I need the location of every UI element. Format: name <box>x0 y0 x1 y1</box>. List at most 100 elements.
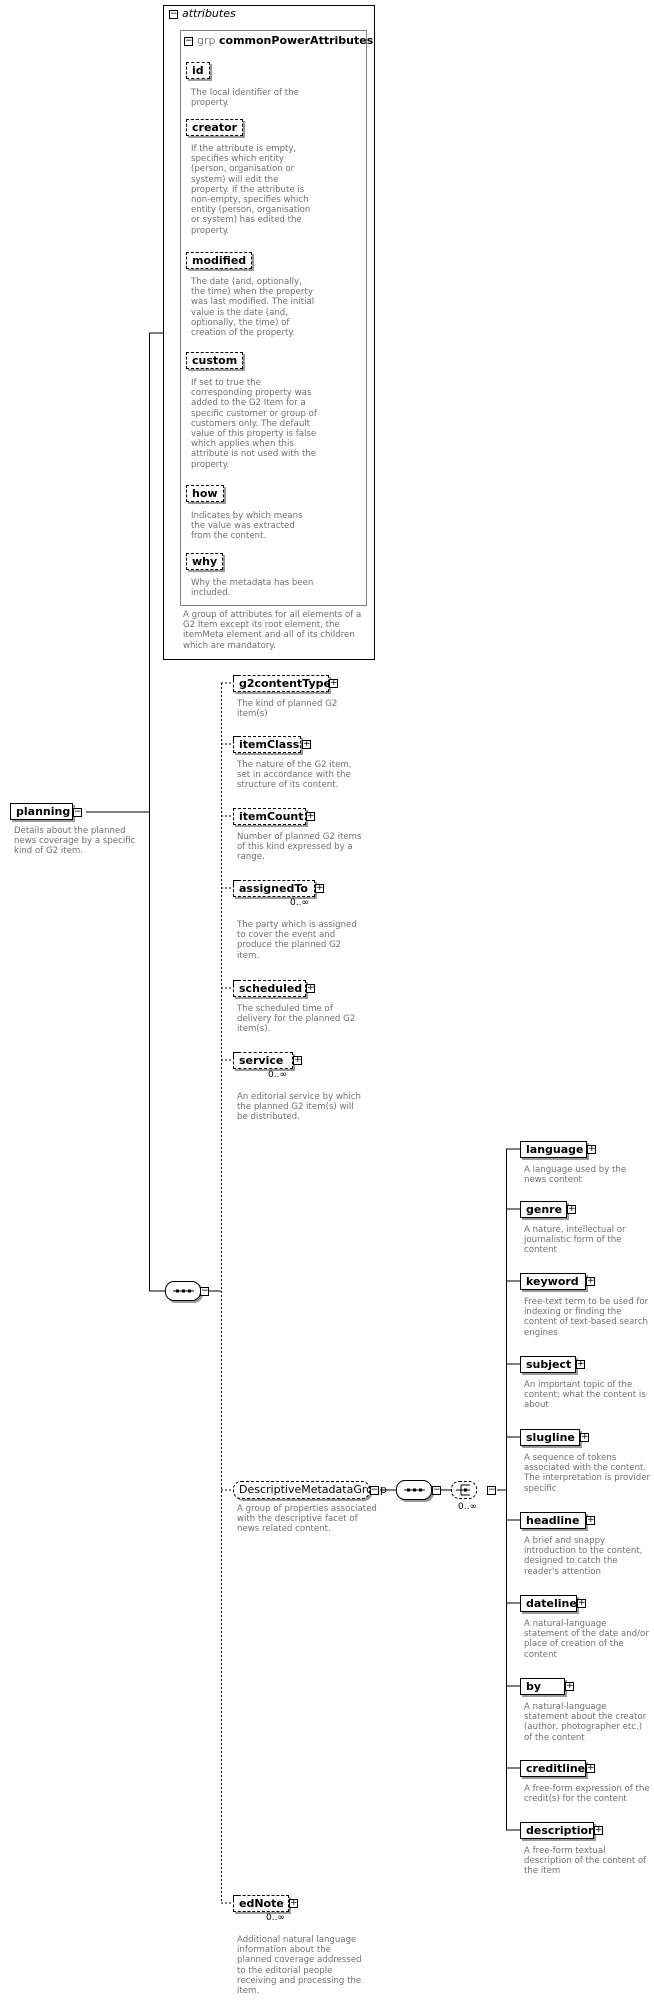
expand-language-button[interactable]: + <box>587 1144 596 1154</box>
element-genre-desc: A nature, intellectual or journalistic f… <box>524 1225 626 1256</box>
attribute-flag-icon <box>233 980 239 986</box>
expand-dateline-button[interactable]: + <box>577 1598 586 1608</box>
root-element-planning[interactable]: planning <box>10 803 73 820</box>
element-itemClass[interactable]: itemClass <box>233 736 301 753</box>
attribute-flag-icon <box>520 1512 526 1518</box>
element-service[interactable]: service <box>233 1052 293 1069</box>
element-subject[interactable]: subject <box>520 1356 576 1373</box>
element-slugline[interactable]: slugline <box>520 1429 580 1446</box>
expand-keyword-button[interactable]: + <box>586 1276 595 1286</box>
element-scheduled[interactable]: scheduled <box>233 980 306 997</box>
element-g2contentType-desc: The kind of planned G2 item(s) <box>237 699 338 720</box>
element-description-desc: A free-form textual description of the c… <box>524 1846 647 1877</box>
element-genre[interactable]: genre <box>520 1201 567 1218</box>
expand-assignedTo-button[interactable]: + <box>315 883 324 893</box>
element-label: subject <box>526 1358 572 1371</box>
collapse-sequence-button[interactable]: − <box>200 1286 209 1296</box>
element-by-desc: A natural-language statement about the c… <box>524 1702 647 1743</box>
group-label: DescriptiveMetadataGroup <box>239 1483 387 1496</box>
expand-g2contentType-button[interactable]: + <box>329 678 338 688</box>
element-service-desc: An editorial service by which the planne… <box>237 1092 361 1123</box>
attribute-id[interactable]: id <box>186 62 210 79</box>
element-language[interactable]: language <box>520 1141 587 1158</box>
element-dateline[interactable]: dateline <box>520 1595 577 1612</box>
element-assignedTo[interactable]: assignedTo <box>233 880 315 897</box>
expand-creditline-button[interactable]: + <box>586 1763 595 1773</box>
attribute-flag-icon <box>520 1429 526 1435</box>
element-label: by <box>526 1680 542 1693</box>
expand-edNote-button[interactable]: + <box>289 1898 298 1908</box>
attributes-title: attributes <box>182 7 236 20</box>
attribute-custom[interactable]: custom <box>186 352 244 369</box>
collapse-descriptive-group-button[interactable]: − <box>370 1485 379 1495</box>
element-subject-desc: An important topic of the content; what … <box>524 1380 646 1411</box>
attribute-flag-icon <box>233 1052 239 1058</box>
attribute-creator-desc: If the attribute is empty, specifies whi… <box>191 144 311 236</box>
element-label: service <box>239 1054 284 1067</box>
element-assignedTo-desc: The party which is assigned to cover the… <box>237 920 357 961</box>
element-label: genre <box>526 1203 563 1216</box>
collapse-root-button[interactable]: − <box>73 807 82 817</box>
descriptive-sequence-compositor <box>396 1480 432 1500</box>
attribute-group-desc: A group of attributes for all elements o… <box>183 610 362 651</box>
element-label: keyword <box>526 1275 579 1288</box>
collapse-descriptive-sequence-button[interactable]: − <box>432 1485 441 1495</box>
element-label: assignedTo <box>239 882 308 895</box>
attribute-modified[interactable]: modified <box>186 252 253 269</box>
element-by[interactable]: by <box>520 1678 565 1695</box>
element-headline[interactable]: headline <box>520 1512 586 1529</box>
element-edNote[interactable]: edNote <box>233 1895 289 1912</box>
element-headline-desc: A brief and snappy introduction to the c… <box>524 1536 643 1577</box>
attribute-flag-icon <box>233 736 239 742</box>
element-scheduled-desc: The scheduled time of delivery for the p… <box>237 1004 356 1035</box>
attribute-flag-icon <box>520 1595 526 1601</box>
expand-itemClass-button[interactable]: + <box>302 739 311 749</box>
attribute-how[interactable]: how <box>186 485 224 502</box>
element-edNote-desc: Additional natural language information … <box>237 1935 362 1997</box>
element-service-occurs: 0..∞ <box>268 1070 287 1080</box>
attribute-flag-icon <box>520 1822 526 1828</box>
collapse-attributes-button[interactable]: − <box>169 9 178 19</box>
element-slugline-desc: A sequence of tokens associated with the… <box>524 1453 651 1494</box>
element-label: slugline <box>526 1431 575 1444</box>
expand-slugline-button[interactable]: + <box>580 1432 589 1442</box>
element-label: edNote <box>239 1897 284 1910</box>
attribute-creator[interactable]: creator <box>186 119 244 136</box>
group-name: commonPowerAttributes <box>219 34 374 47</box>
element-itemCount-desc: Number of planned G2 items of this kind … <box>237 832 362 863</box>
expand-description-button[interactable]: + <box>594 1825 603 1835</box>
expand-subject-button[interactable]: + <box>576 1359 585 1369</box>
attribute-id-desc: The local identifier of the property. <box>191 88 299 109</box>
collapse-choice-button[interactable]: − <box>487 1485 496 1495</box>
element-itemCount[interactable]: itemCount <box>233 808 306 825</box>
element-label: creditline <box>526 1762 586 1775</box>
choice-occurs: 0..∞ <box>458 1502 477 1512</box>
collapse-group-button[interactable]: − <box>184 36 193 46</box>
element-description[interactable]: description <box>520 1822 596 1839</box>
expand-genre-button[interactable]: + <box>567 1204 576 1214</box>
element-creditline[interactable]: creditline <box>520 1760 586 1777</box>
element-label: scheduled <box>239 982 303 995</box>
attribute-why-desc: Why the metadata has been included. <box>191 578 314 599</box>
group-DescriptiveMetadataGroup[interactable]: DescriptiveMetadataGroup <box>233 1481 387 1499</box>
expand-scheduled-button[interactable]: + <box>306 983 315 993</box>
expand-headline-button[interactable]: + <box>586 1515 595 1525</box>
element-label: headline <box>526 1514 580 1527</box>
element-label: dateline <box>526 1597 577 1610</box>
expand-service-button[interactable]: + <box>293 1055 302 1065</box>
attribute-flag-icon <box>520 1273 526 1279</box>
element-g2contentType[interactable]: g2contentType <box>233 675 331 692</box>
element-label: itemCount <box>239 810 304 823</box>
attribute-group-frame <box>180 30 367 606</box>
element-itemClass-desc: The nature of the G2 item, set in accord… <box>237 760 352 791</box>
element-dateline-desc: A natural-language statement of the date… <box>524 1619 649 1660</box>
expand-by-button[interactable]: + <box>565 1681 574 1691</box>
attribute-why[interactable]: why <box>186 553 224 570</box>
expand-itemCount-button[interactable]: + <box>306 811 315 821</box>
element-language-desc: A language used by the news content <box>524 1165 627 1186</box>
attribute-flag-icon <box>520 1760 526 1766</box>
choice-icon <box>456 1484 470 1496</box>
element-label: itemClass <box>239 738 300 751</box>
element-keyword[interactable]: keyword <box>520 1273 586 1290</box>
